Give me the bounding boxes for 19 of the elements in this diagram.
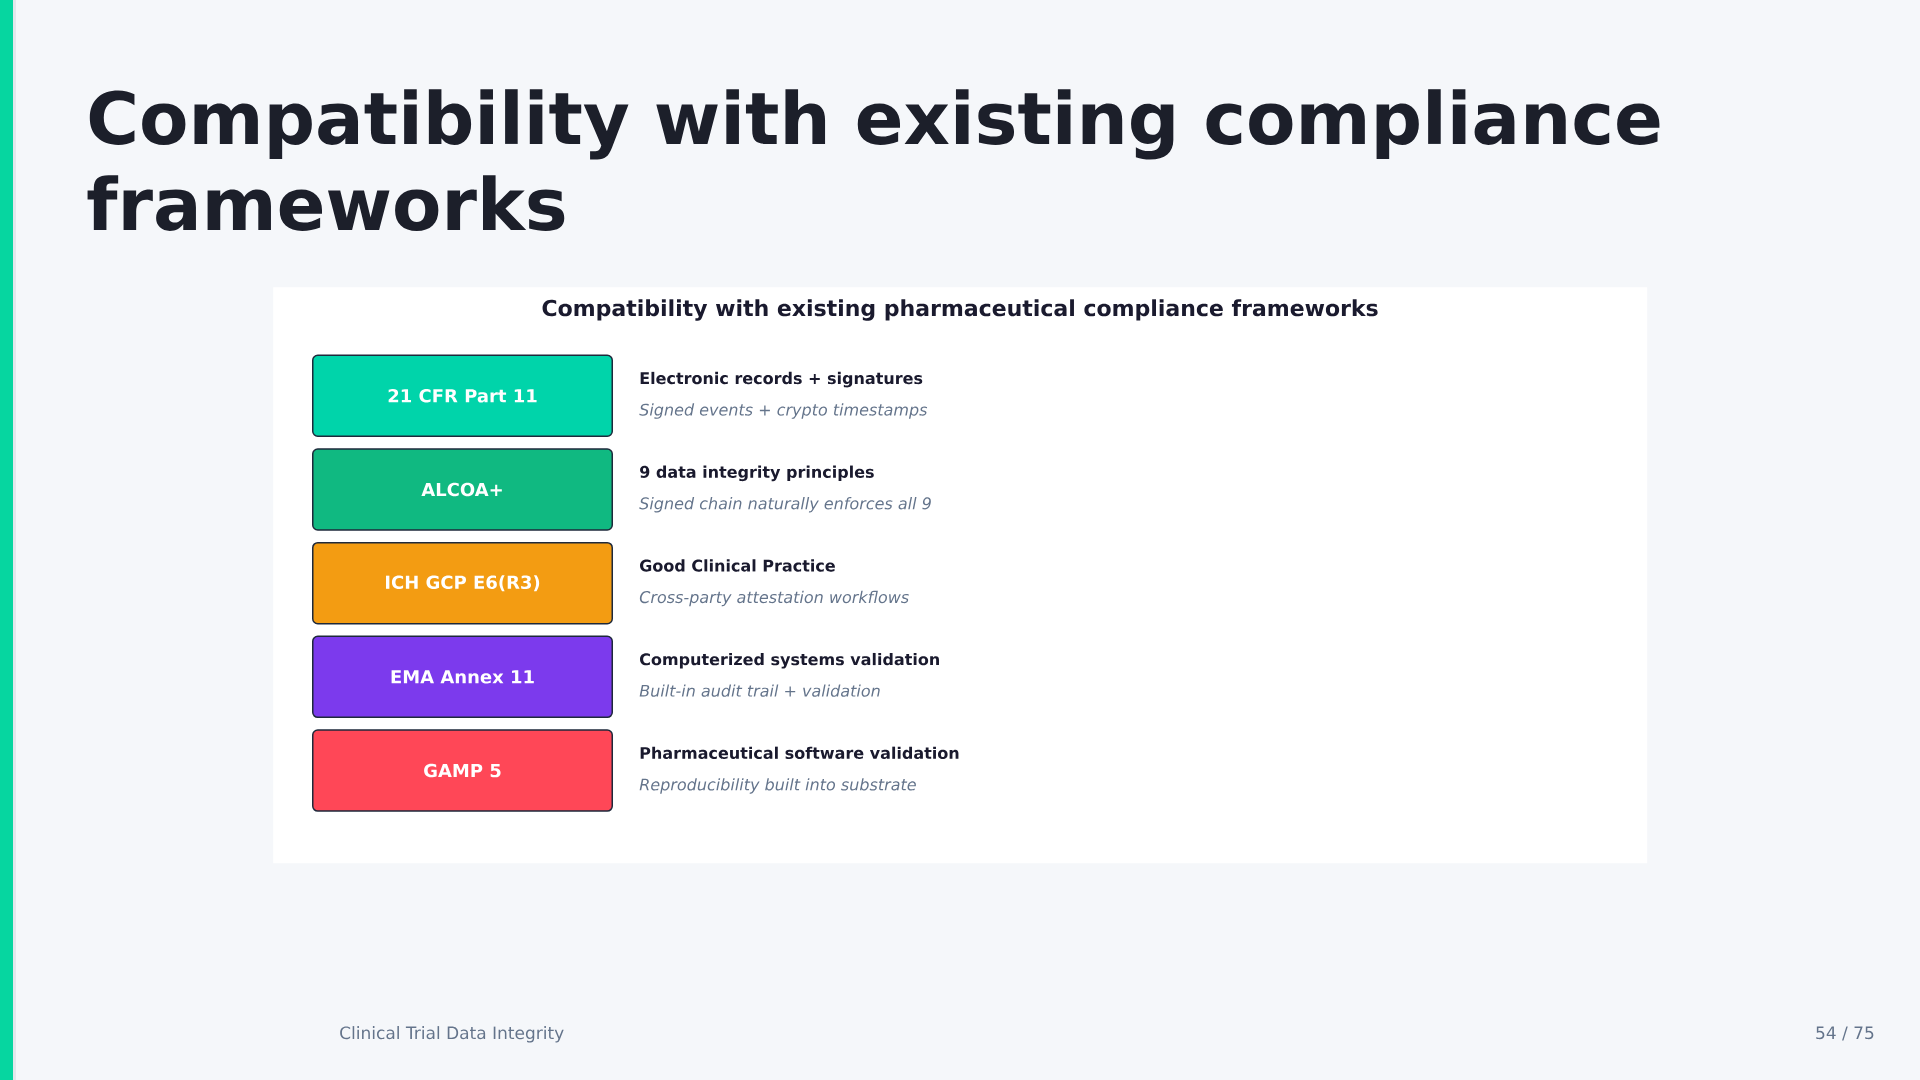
framework-box: ICH GCP E6(R3)	[312, 541, 613, 625]
framework-box: ALCOA+	[312, 448, 613, 531]
page-number: 54 / 75	[1816, 1026, 1874, 1041]
row-description: Cross-party attestation workflows	[639, 590, 909, 607]
row-description: Reproducibility built into substrate	[639, 778, 916, 794]
framework-box: 21 CFR Part 11	[312, 354, 613, 437]
slide-title: Compatibility with existing compliance frameworks	[87, 89, 1660, 231]
row-heading: 9 data integrity principles	[640, 465, 874, 482]
row-heading: Electronic records + signatures	[640, 371, 923, 388]
footer-text: Clinical Trial Data Integrity	[340, 1026, 564, 1043]
framework-box: EMA Annex 11	[312, 635, 613, 719]
row-description: Built-in audit trail + validation	[639, 684, 880, 697]
row-heading: Pharmaceutical software validation	[640, 746, 959, 760]
framework-box: GAMP 5	[312, 729, 613, 812]
panel-title: Compatibility with existing pharmaceutical compliance frameworks	[542, 299, 1378, 321]
row-heading: Good Clinical Practice	[640, 559, 835, 572]
row-heading: Computerized systems validation	[640, 652, 939, 669]
row-description: Signed events + crypto timestamps	[639, 403, 928, 419]
row-description: Signed chain naturally enforces all 9	[639, 497, 931, 513]
